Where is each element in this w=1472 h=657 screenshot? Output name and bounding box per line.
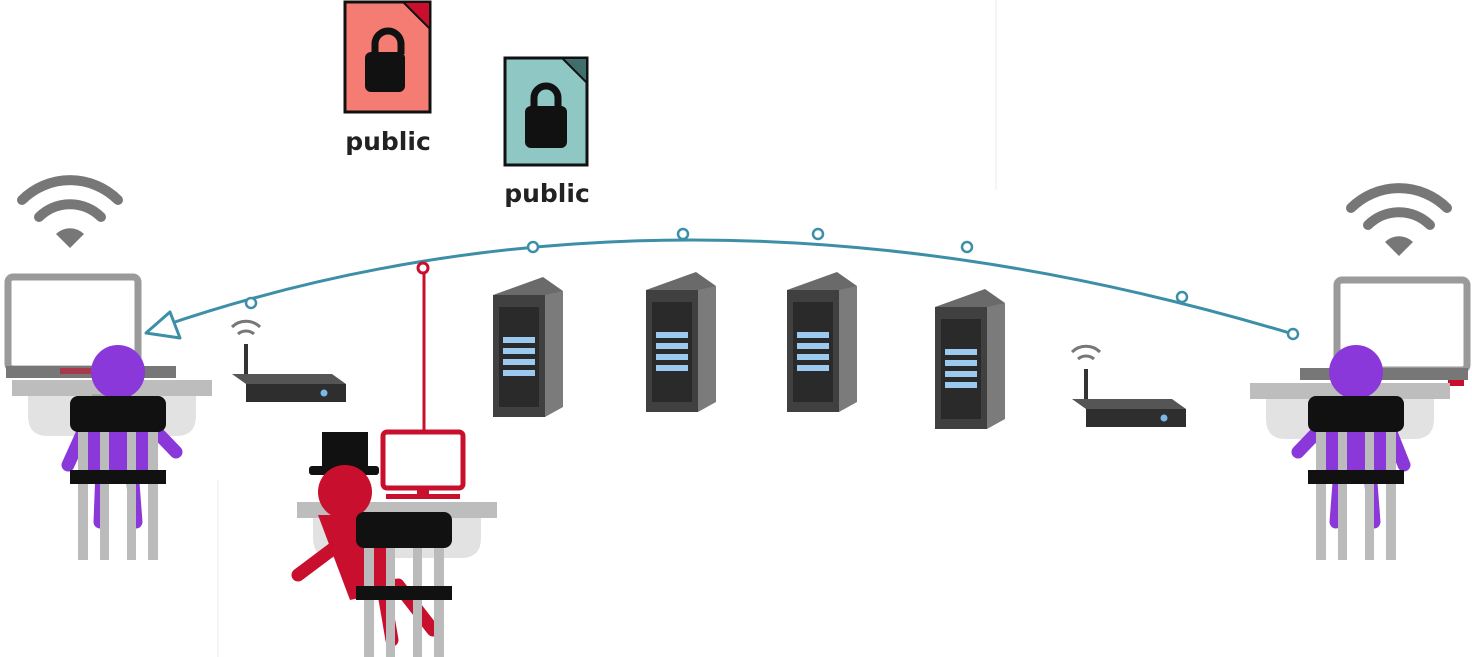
wifi-icon — [1351, 188, 1447, 256]
chair — [70, 396, 166, 560]
recipient-workstation — [1250, 276, 1471, 560]
document-lock-icon — [343, 0, 432, 114]
wifi-icon — [22, 180, 118, 248]
path-hops — [244, 227, 1300, 341]
monitor-icon — [380, 429, 466, 499]
tap-node — [416, 261, 430, 275]
router-icon — [230, 319, 348, 404]
chair — [1308, 396, 1404, 560]
document-lock-icon — [503, 56, 589, 167]
hop-node — [1286, 327, 1300, 341]
public-key-label: public — [345, 127, 431, 156]
server-icon — [646, 272, 716, 412]
laptop-icon — [1300, 276, 1471, 386]
server-icon — [787, 272, 857, 412]
attacker-workstation — [291, 429, 497, 657]
public-key-red: public — [343, 0, 432, 156]
hop-node — [244, 296, 258, 310]
server-icon — [493, 277, 563, 417]
arrowhead-icon — [144, 310, 182, 340]
hop-node — [1175, 290, 1189, 304]
hop-node — [811, 227, 825, 241]
hop-node — [676, 227, 690, 241]
transmission-path — [162, 238, 1294, 336]
hop-node — [960, 240, 974, 254]
public-key-label: public — [504, 179, 590, 208]
server-icon — [935, 289, 1005, 429]
public-key-teal: public — [503, 56, 590, 208]
hop-node — [526, 240, 540, 254]
sender-workstation — [4, 273, 212, 560]
router-icon — [1070, 344, 1188, 429]
